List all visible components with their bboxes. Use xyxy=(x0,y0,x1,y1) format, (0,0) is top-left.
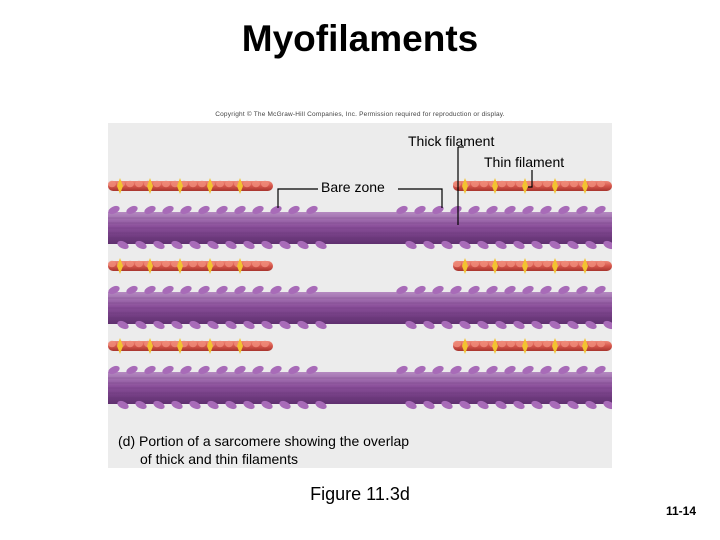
thick-filament xyxy=(108,284,612,330)
page-number: 11-14 xyxy=(666,504,696,518)
thin-filament-label: Thin filament xyxy=(484,154,564,170)
thin-filament xyxy=(108,338,273,354)
copyright-notice: Copyright © The McGraw-Hill Companies, I… xyxy=(108,111,612,118)
figure-caption: (d) Portion of a sarcomere showing the o… xyxy=(118,432,409,468)
figure-number: Figure 11.3d xyxy=(0,484,720,505)
bare-zone-label: Bare zone xyxy=(321,179,385,195)
thick-filament xyxy=(108,364,612,410)
thin-filament xyxy=(108,258,273,274)
slide-title: Myofilaments xyxy=(0,18,720,60)
thin-filament xyxy=(453,338,612,354)
thick-filament-label: Thick filament xyxy=(408,133,494,149)
thin-filament xyxy=(108,178,273,194)
bare-zone-bracket-right xyxy=(398,189,442,208)
bare-zone-bracket-left xyxy=(278,189,318,208)
sarcomere-diagram: Thick filament Thin filament Bare zone (… xyxy=(108,123,612,468)
myofilament-illustration xyxy=(108,123,612,468)
caption-line-1: (d) Portion of a sarcomere showing the o… xyxy=(118,433,409,449)
thick-filament xyxy=(108,204,612,250)
thin-filament xyxy=(453,258,612,274)
caption-line-2: of thick and thin filaments xyxy=(118,450,409,468)
